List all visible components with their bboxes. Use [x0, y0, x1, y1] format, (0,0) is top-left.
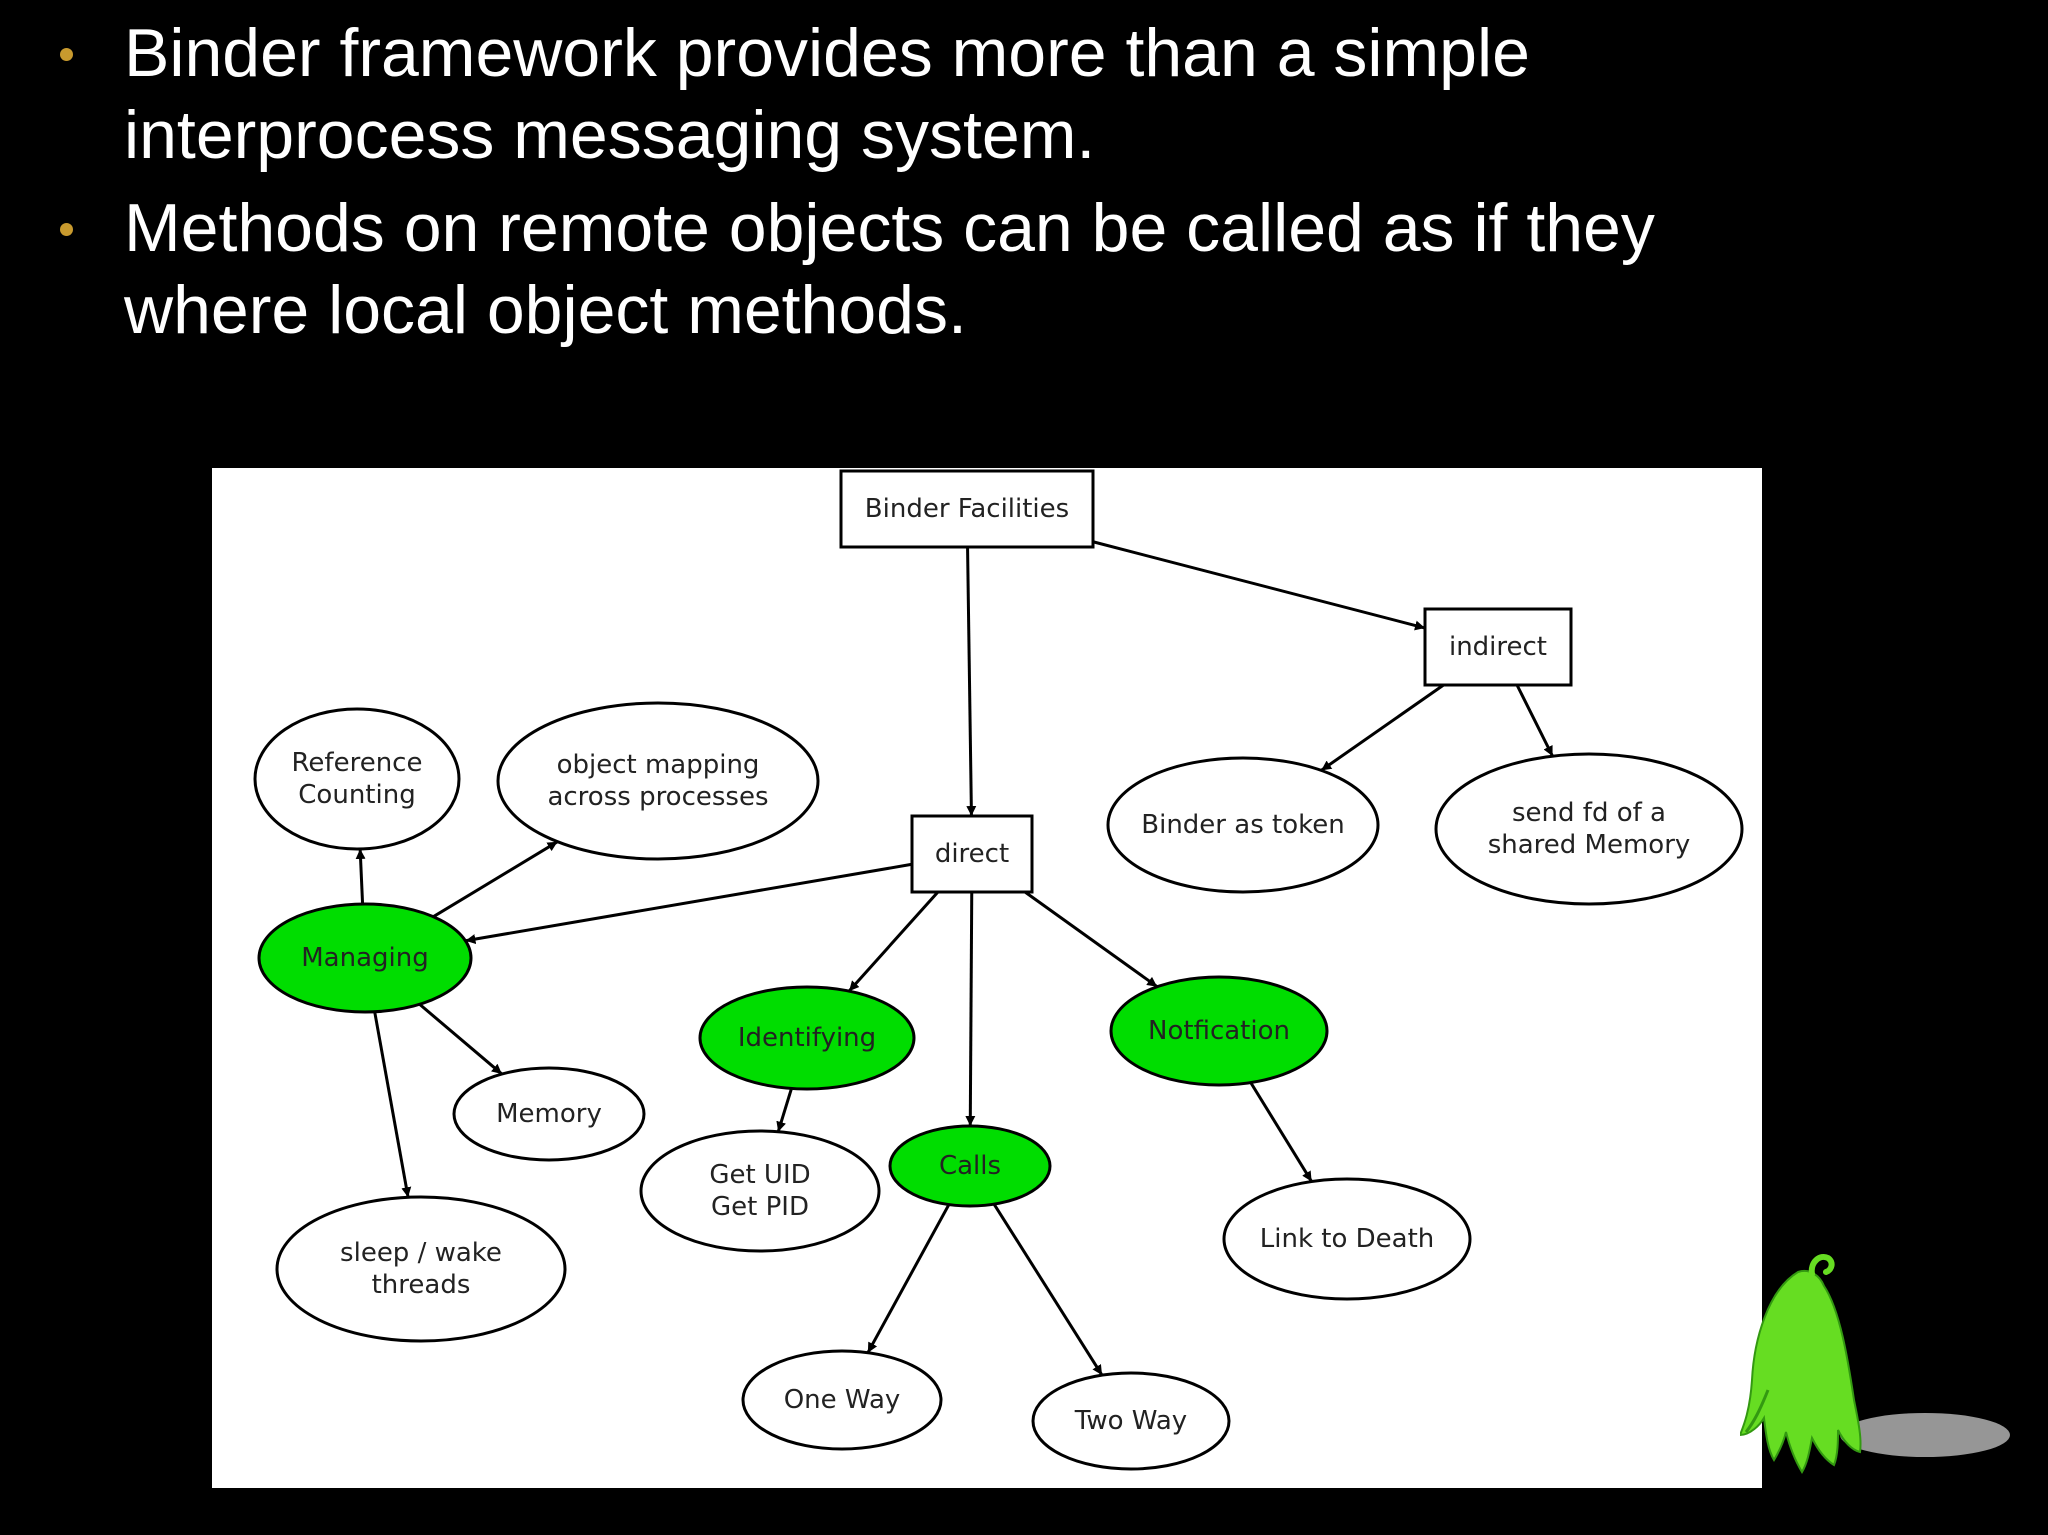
node-shape [1031, 1371, 1231, 1471]
node-binder-facilities: Binder Facilities [839, 469, 1095, 549]
node-shape [496, 701, 820, 861]
node-calls: Calls [888, 1124, 1052, 1208]
android-ghost-mascot-icon [1740, 1254, 2010, 1474]
node-memory: Memory [452, 1066, 646, 1162]
node-label: Memory [496, 1099, 602, 1129]
edge-managing-to-object-mapping [432, 840, 559, 919]
node-label: Notfication [1148, 1016, 1290, 1046]
edge-binder-facilities-to-direct [966, 546, 977, 817]
node-label: shared Memory [1488, 830, 1691, 860]
node-notification: Notfication [1109, 975, 1329, 1087]
node-shape [1109, 975, 1329, 1087]
bullet-line: interprocess messaging system. [124, 97, 1096, 173]
edge-direct-to-calls [965, 891, 976, 1127]
diagram-panel: Binder Facilities indirect direct Reference… [212, 468, 1762, 1488]
edge-managing-to-reference-counting [355, 848, 366, 905]
node-shape [1434, 752, 1744, 906]
node-label: One Way [784, 1385, 901, 1415]
bullet-text: Methods on remote objects can be called … [124, 187, 1804, 351]
edge-notification-to-link-to-death [1249, 1081, 1313, 1183]
node-label: across processes [547, 782, 768, 812]
node-shape [1423, 607, 1573, 687]
edge-calls-to-one-way [866, 1203, 951, 1354]
edge-indirect-to-send-fd [1515, 684, 1554, 757]
node-two-way: Two Way [1031, 1371, 1231, 1471]
edge-direct-to-managing [465, 862, 913, 945]
edge-managing-to-sleep-wake [373, 1011, 412, 1198]
node-link-to-death: Link to Death [1222, 1177, 1472, 1301]
node-shape [275, 1195, 567, 1343]
node-shape [741, 1349, 943, 1451]
bullet-dot-icon [60, 48, 73, 61]
binder-facilities-diagram: Binder Facilities indirect direct Reference… [253, 469, 1744, 1471]
edge-direct-to-notification [1024, 890, 1159, 988]
edge-identifying-to-get-uid-pid [776, 1088, 793, 1133]
node-shape [839, 469, 1095, 549]
edge-calls-to-two-way [992, 1203, 1104, 1376]
node-shape [1106, 756, 1380, 894]
node-shape [910, 814, 1034, 894]
node-label: Managing [301, 943, 429, 973]
node-label: Two Way [1074, 1406, 1187, 1436]
node-label: indirect [1449, 632, 1547, 662]
node-indirect: indirect [1423, 607, 1573, 687]
node-shape [639, 1129, 881, 1253]
node-binder-as-token: Binder as token [1106, 756, 1380, 894]
node-shape [253, 707, 461, 851]
bullet-line: Methods on remote objects can be called … [124, 190, 1655, 266]
node-direct: direct [910, 814, 1034, 894]
node-label: Identifying [738, 1023, 876, 1053]
edge-binder-facilities-to-indirect [1092, 540, 1426, 631]
edge-indirect-to-binder-as-token [1320, 683, 1445, 772]
bullet-line: Binder framework provides more than a si… [124, 15, 1530, 91]
edge-direct-to-identifying [847, 890, 940, 993]
node-managing: Managing [257, 902, 473, 1014]
node-shape [698, 985, 916, 1091]
node-identifying: Identifying [698, 985, 916, 1091]
node-label: direct [935, 839, 1009, 869]
node-shape [888, 1124, 1052, 1208]
edge-managing-to-memory [418, 1003, 503, 1076]
node-label: object mapping [557, 750, 760, 780]
bullet-item: Methods on remote objects can be called … [0, 187, 1800, 357]
bullet-dot-icon [60, 223, 73, 236]
node-label: Get PID [711, 1192, 809, 1222]
bullet-item: Binder framework provides more than a si… [0, 12, 1800, 182]
node-label: threads [372, 1270, 471, 1300]
node-label: Counting [298, 780, 415, 810]
node-label: send fd of a [1512, 798, 1666, 828]
bullet-line: where local object methods. [124, 272, 967, 348]
node-label: Binder Facilities [865, 494, 1069, 524]
node-label: Get UID [709, 1160, 810, 1190]
node-shape [1222, 1177, 1472, 1301]
node-shape [452, 1066, 646, 1162]
bullet-text: Binder framework provides more than a si… [124, 12, 1804, 176]
node-label: sleep / wake [340, 1238, 502, 1268]
node-one-way: One Way [741, 1349, 943, 1451]
node-label: Binder as token [1141, 810, 1344, 840]
node-label: Link to Death [1260, 1224, 1435, 1254]
node-label: Calls [939, 1151, 1001, 1181]
node-shape [257, 902, 473, 1014]
node-label: Reference [292, 748, 423, 778]
